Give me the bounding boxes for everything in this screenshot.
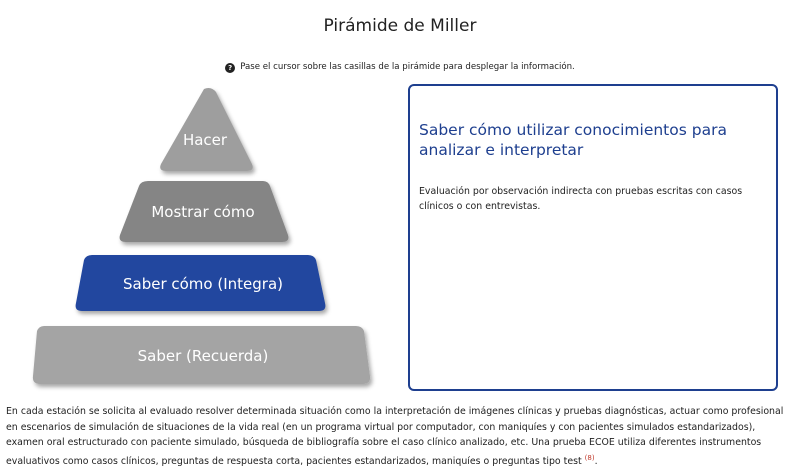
page-title: Pirámide de Miller [323, 16, 477, 36]
pyramid-level-saber[interactable]: Saber (Recuerda) [32, 326, 371, 384]
pyramid-level-saber-como-label: Saber cómo (Integra) [123, 275, 283, 293]
citation-link[interactable]: (8) [584, 453, 595, 462]
miller-pyramid: Hacer Mostrar cómo Saber cómo (Integra) … [32, 88, 371, 384]
pyramid-level-saber-label: Saber (Recuerda) [138, 347, 269, 365]
question-circle-icon: ? [225, 63, 236, 73]
pyramid-level-mostrar-como[interactable]: Mostrar cómo [119, 181, 289, 242]
hover-hint: ? Pase el cursor sobre las casillas de la… [0, 62, 800, 73]
hint-text: Pase el cursor sobre las casillas de la … [240, 62, 575, 72]
info-title: Saber cómo utilizar conocimientos para a… [419, 121, 727, 159]
info-description: Evaluación por observación indirecta con… [419, 186, 743, 212]
pyramid-level-hacer[interactable]: Hacer [160, 88, 253, 171]
paragraph-text: En cada estación se solicita al evaluado… [6, 406, 784, 467]
pyramid-level-hacer-label: Hacer [183, 131, 228, 149]
ecoe-paragraph: En cada estación se solicita al evaluado… [6, 404, 794, 469]
paragraph-end: . [594, 455, 598, 467]
pyramid-level-saber-como[interactable]: Saber cómo (Integra) [75, 255, 326, 311]
pyramid-level-mostrar-como-label: Mostrar cómo [151, 203, 254, 221]
info-panel: Saber cómo utilizar conocimientos para a… [408, 84, 778, 391]
